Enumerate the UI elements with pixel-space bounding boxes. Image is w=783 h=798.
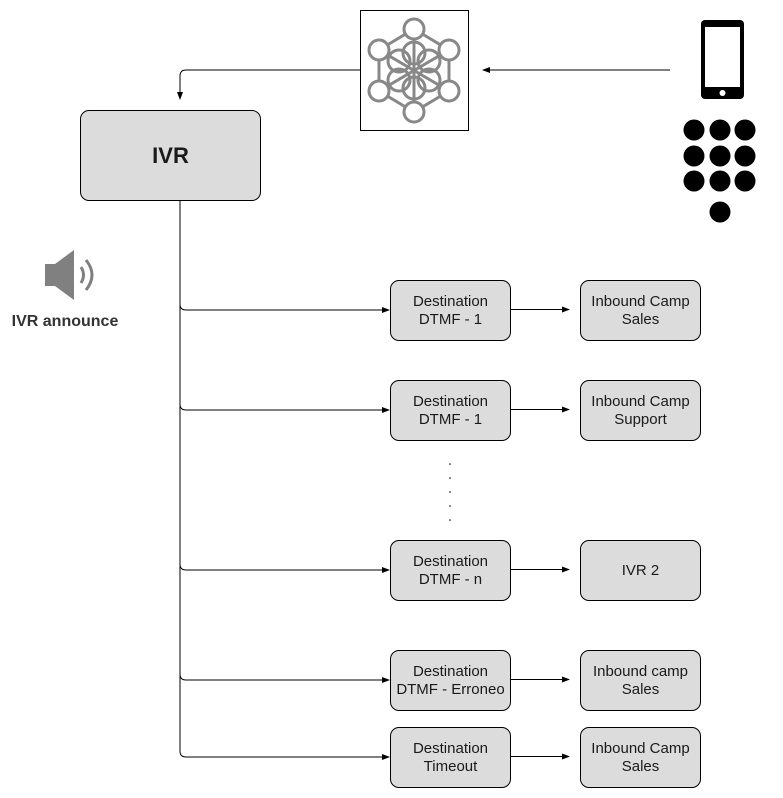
- destination-dtmf-erroneo-node: Destination DTMF - Erroneo: [390, 650, 511, 711]
- inbound-camp-sales-node: Inbound Camp Sales: [580, 280, 701, 341]
- network-node: [360, 10, 469, 131]
- ellipsis-dots: [449, 463, 451, 521]
- destination-dtmf-n-node: Destination DTMF - n: [390, 540, 511, 601]
- inbound-camp-sales-2-node: Inbound camp Sales: [580, 650, 701, 711]
- destination-timeout-node: Destination Timeout: [390, 727, 511, 788]
- network-to-ivr-arrow: [177, 69, 360, 100]
- ivr-branch-arrow: [179, 563, 390, 573]
- ivr-2-node: IVR 2: [580, 540, 701, 601]
- ivr-branch-arrow: [179, 750, 390, 760]
- destination-dtmf-1-node: Destination DTMF - 1: [390, 280, 511, 341]
- inbound-camp-sales-3-node: Inbound Camp Sales: [580, 727, 701, 788]
- destination-dtmf-1b-node: Destination DTMF - 1: [390, 380, 511, 441]
- ivr-branch-arrow: [179, 303, 390, 313]
- smartphone-icon: [701, 20, 744, 99]
- keypad-icon: [683, 119, 756, 223]
- speaker-icon: [45, 250, 94, 300]
- ivr-node: IVR: [80, 110, 261, 201]
- network-icon: [367, 17, 461, 124]
- ivr-announce-label: IVR announce: [11, 313, 119, 330]
- ivr-branch-arrow: [179, 673, 390, 683]
- inbound-camp-support-node: Inbound Camp Support: [580, 380, 701, 441]
- ivr-branch-arrow: [179, 403, 390, 413]
